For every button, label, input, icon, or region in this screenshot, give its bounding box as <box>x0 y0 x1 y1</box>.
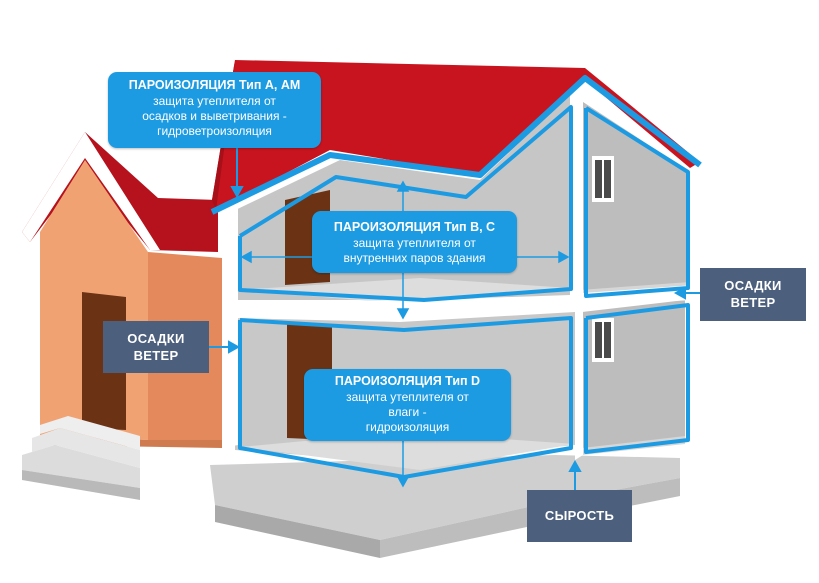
pointer-arrows <box>208 148 700 490</box>
callout-type-d-line-3: гидроизоляция <box>365 420 450 434</box>
callout-type-bc-line-2: внутренних паров здания <box>343 251 486 265</box>
tag-weather-left: ОСАДКИ ВЕТЕР <box>103 321 209 373</box>
membrane-lines <box>210 75 702 479</box>
callout-type-a: ПАРОИЗОЛЯЦИЯ Тип А, АМ защита утеплителя… <box>108 72 321 148</box>
tag-weather-right-line-2: ВЕТЕР <box>730 295 776 310</box>
callout-type-d-line-2: влаги - <box>388 405 427 419</box>
callout-type-bc-line-1: защита утеплителя от <box>353 236 476 250</box>
annex-roof <box>22 132 218 252</box>
tag-weather-left-line-2: ВЕТЕР <box>133 348 179 363</box>
entrance-steps <box>22 416 140 500</box>
tag-dampness: СЫРОСТЬ <box>527 490 632 542</box>
tag-weather-right-line-1: ОСАДКИ <box>724 278 782 293</box>
callout-type-d-line-1: защита утеплителя от <box>346 390 469 404</box>
callout-type-a-title: ПАРОИЗОЛЯЦИЯ Тип А, АМ <box>128 78 301 92</box>
tag-dampness-label: СЫРОСТЬ <box>544 508 615 523</box>
callout-type-a-line-3: гидроветроизоляция <box>157 124 272 138</box>
callout-type-bc: ПАРОИЗОЛЯЦИЯ Тип В, С защита утеплителя … <box>312 211 517 273</box>
callout-type-bc-title: ПАРОИЗОЛЯЦИЯ Тип В, С <box>333 220 496 234</box>
callout-type-a-line-1: защита утеплителя от <box>153 94 276 108</box>
callout-type-d: ПАРОИЗОЛЯЦИЯ Тип D защита утеплителя от … <box>304 369 511 441</box>
tag-weather-right: ОСАДКИ ВЕТЕР <box>700 268 806 321</box>
callout-type-d-title: ПАРОИЗОЛЯЦИЯ Тип D <box>334 374 481 388</box>
callout-type-a-line-2: осадков и выветривания - <box>142 109 287 123</box>
tag-weather-left-line-1: ОСАДКИ <box>127 331 185 346</box>
windows <box>592 156 614 362</box>
